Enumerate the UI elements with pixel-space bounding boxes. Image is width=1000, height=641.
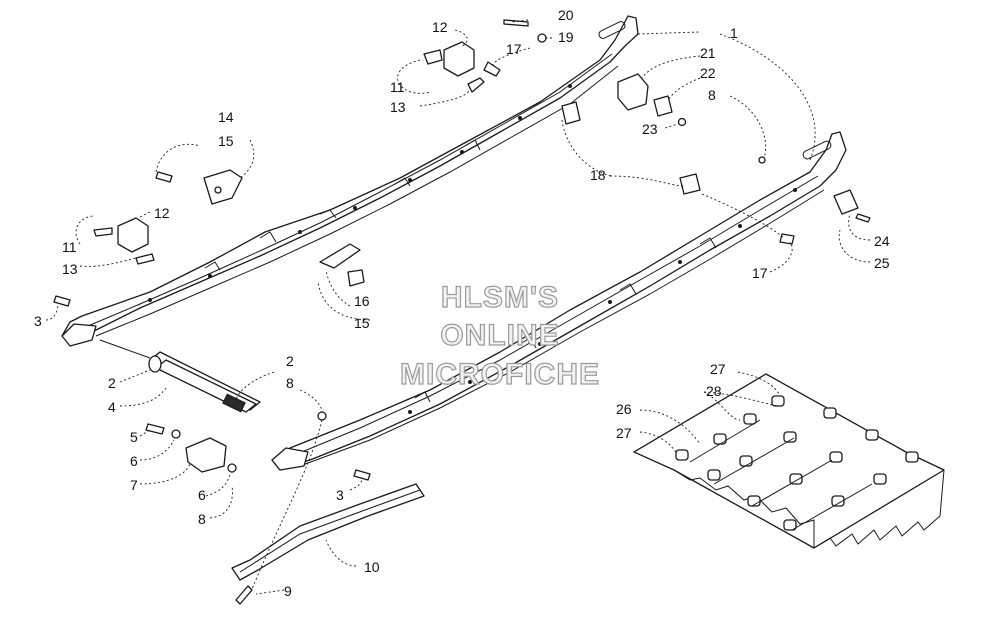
callout-3-bottom: 3 (336, 487, 344, 503)
left-hardware (53, 169, 371, 481)
callout-17-right: 17 (752, 265, 768, 281)
watermark-line-1: HLSM'S (441, 281, 559, 314)
callout-26: 26 (616, 401, 632, 417)
callout-18: 18 (590, 167, 606, 183)
callout-28: 28 (706, 383, 722, 399)
upper-hardware (423, 19, 871, 245)
mounting-bracket (203, 169, 243, 205)
cross-shaft (99, 339, 261, 413)
bumper-block-lower (117, 217, 149, 253)
callout-6-left: 6 (130, 453, 138, 469)
callout-21: 21 (700, 45, 716, 61)
callout-23: 23 (642, 121, 658, 137)
track-clips (675, 395, 919, 531)
idler-wheel-hub (617, 73, 649, 111)
callout-8-bottom: 8 (198, 511, 206, 527)
callout-1: 1 (730, 25, 738, 41)
track-section (633, 373, 945, 549)
callout-2-right: 2 (286, 353, 294, 369)
callout-8-shaft: 8 (286, 375, 294, 391)
callout-5: 5 (130, 429, 138, 445)
lower-slide-rail (271, 131, 847, 471)
callout-8-right: 8 (708, 87, 716, 103)
callout-15-bottom: 15 (354, 315, 370, 331)
leader-lines (45, 19, 871, 595)
callout-9: 9 (284, 583, 292, 599)
wear-bar (231, 483, 425, 581)
callout-numbers: 1 2 2 3 3 4 5 6 6 7 8 8 8 9 10 11 11 12 … (34, 7, 890, 599)
callout-19: 19 (558, 29, 574, 45)
bumper-wedge (185, 437, 227, 473)
callout-12-left: 12 (154, 205, 170, 221)
callout-2-left: 2 (108, 375, 116, 391)
callout-10: 10 (364, 559, 380, 575)
callout-7: 7 (130, 477, 138, 493)
callout-15-top: 15 (218, 133, 234, 149)
callout-25: 25 (874, 255, 890, 271)
callout-14: 14 (218, 109, 234, 125)
callout-6-right: 6 (198, 487, 206, 503)
callout-27-left: 27 (616, 425, 632, 441)
callout-24: 24 (874, 233, 890, 249)
watermark: HLSM'S ONLINE MICROFICHE (399, 280, 600, 391)
callout-20: 20 (558, 7, 574, 23)
watermark-line-2: ONLINE (440, 319, 559, 352)
bumper-block-upper (443, 41, 475, 77)
callout-4: 4 (108, 399, 116, 415)
callout-13-left: 13 (62, 261, 78, 277)
callout-22: 22 (700, 65, 716, 81)
upper-slide-rail (61, 15, 639, 347)
callout-27-top: 27 (710, 361, 726, 377)
callout-17-top: 17 (506, 41, 522, 57)
callout-16: 16 (354, 293, 370, 309)
watermark-line-3: MICROFICHE (400, 358, 600, 391)
callout-13-top: 13 (390, 99, 406, 115)
callout-12-top: 12 (432, 19, 448, 35)
callout-11-left: 11 (62, 239, 77, 255)
callout-11-top: 11 (390, 79, 405, 95)
lower-front-parts (145, 411, 425, 605)
callout-3-left: 3 (34, 313, 42, 329)
